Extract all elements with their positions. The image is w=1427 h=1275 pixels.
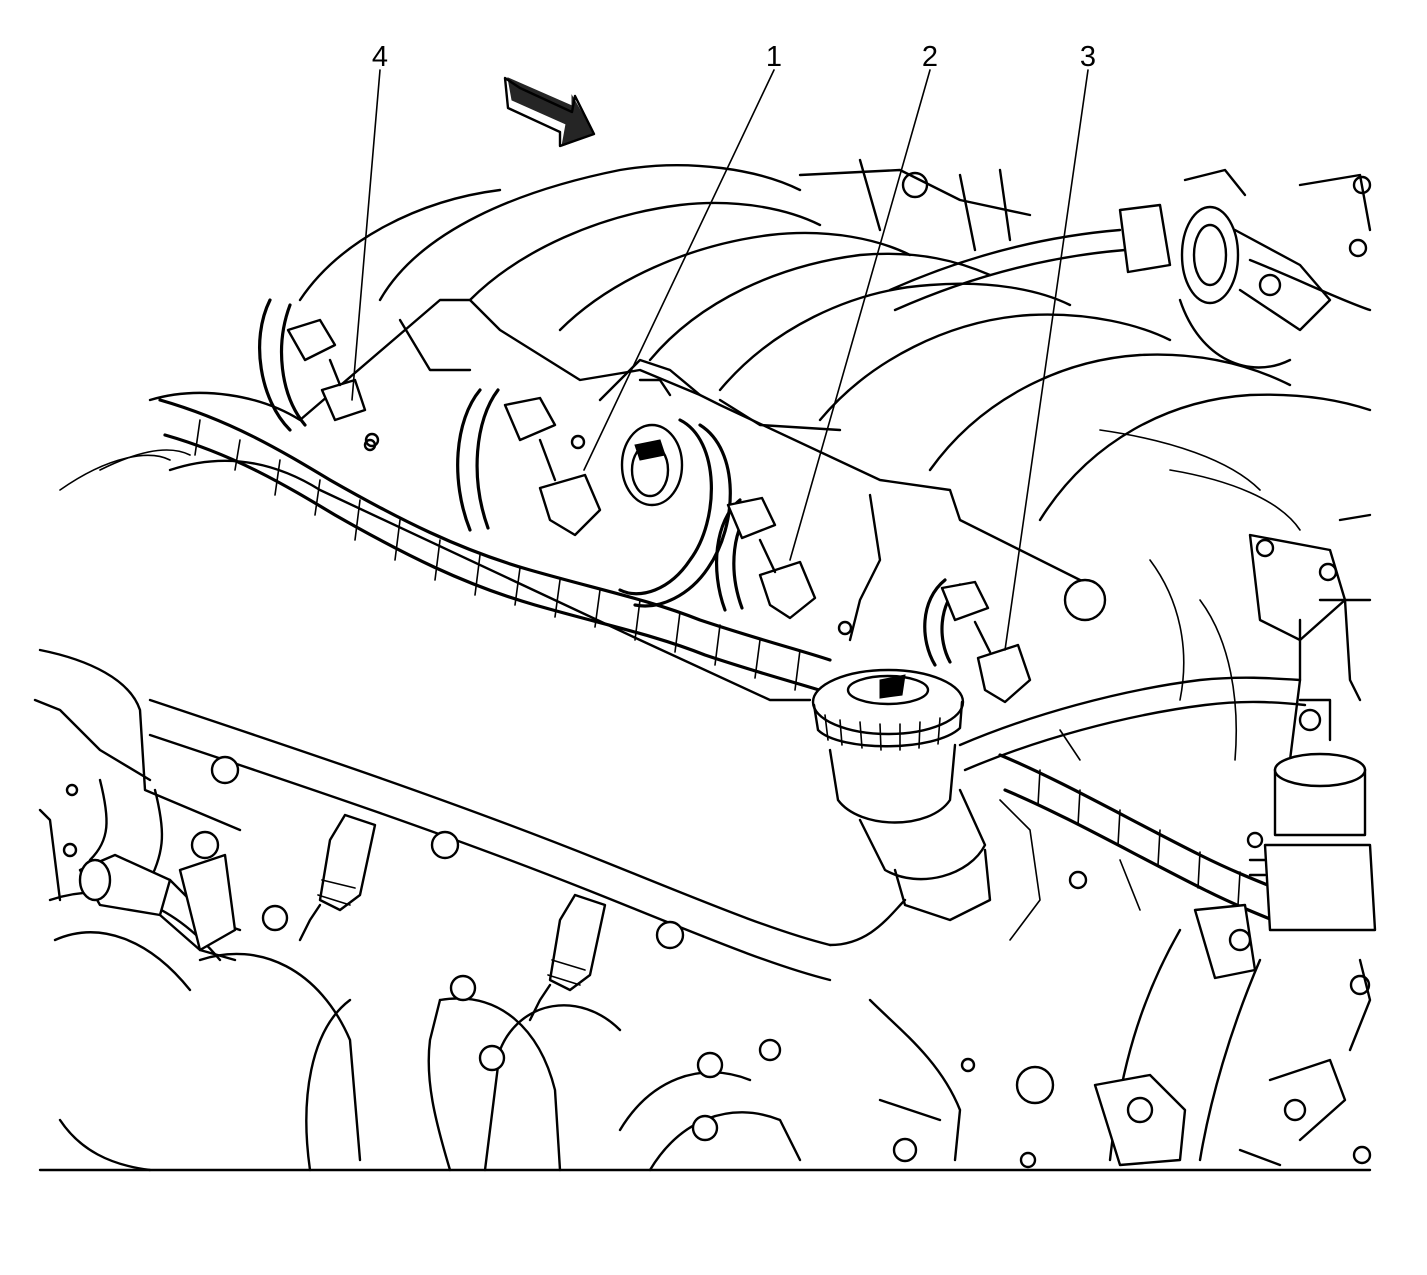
misc-detail-lines (59, 429, 1301, 941)
callout-labels: 4 1 2 3 (372, 41, 1096, 73)
callout-2: 2 (922, 41, 938, 73)
fuel-rail-cover (148, 298, 1107, 702)
injector-connector-4 (286, 318, 380, 448)
direction-arrow-icon (503, 76, 596, 148)
callout-1: 1 (766, 41, 782, 73)
fuel-line-fitting (888, 168, 1372, 369)
bolts (62, 438, 1264, 1169)
oil-filler-cap (811, 668, 992, 922)
spark-plug-wires (298, 813, 607, 1022)
intake-manifold-runners (298, 158, 1372, 522)
callout-3: 3 (1080, 41, 1096, 73)
wiring-harness (158, 298, 1287, 927)
callout-4: 4 (372, 41, 388, 73)
leader-lines (351, 69, 1089, 651)
right-bracket (1248, 513, 1377, 932)
injector-connector-3 (940, 580, 1032, 704)
injector-connector-1 (503, 396, 684, 537)
injector-connector-2 (726, 496, 853, 636)
lower-right-components (1093, 903, 1372, 1167)
vent-hose (958, 676, 1307, 772)
engine-block-lower (33, 648, 1372, 1172)
coolant-pipe (78, 778, 242, 962)
